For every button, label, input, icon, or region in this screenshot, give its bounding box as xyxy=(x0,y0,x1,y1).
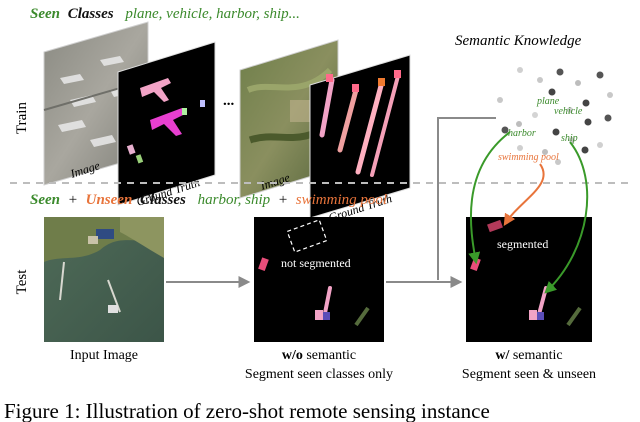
wo-caption-line2: Segment seen classes only xyxy=(245,367,393,382)
test-input-image xyxy=(44,217,164,342)
swimming-pool-thumb xyxy=(96,229,114,239)
not-segmented-box xyxy=(286,219,328,253)
flow-arrows xyxy=(166,117,589,294)
pool-arrow xyxy=(503,163,545,227)
wo-bold: w/o xyxy=(282,348,303,363)
seen-word: Seen xyxy=(30,6,60,22)
semantic-knowledge-cloud xyxy=(497,67,613,165)
w-caption-line2: Segment seen & unseen xyxy=(462,367,596,382)
segmented-pool-mask xyxy=(487,219,503,233)
w-bold: w/ xyxy=(495,348,510,363)
wo-caption-line1: w/o semantic xyxy=(282,348,356,363)
test-row-label: Test xyxy=(14,269,30,295)
train-gt-2 xyxy=(309,54,411,219)
train-row-label: Train xyxy=(14,102,30,134)
w-rest: semantic xyxy=(509,348,562,363)
uh-list-unseen: swimming pool xyxy=(296,192,387,208)
word-vehicle: vehicle xyxy=(554,106,583,117)
seen-class-list: plane, vehicle, harbor, ship... xyxy=(124,6,300,22)
wo-rest: semantic xyxy=(303,348,356,363)
word-plane: plane xyxy=(536,96,560,107)
not-segmented-label: not segmented xyxy=(281,256,351,270)
uh-seen-word: Seen xyxy=(30,192,60,208)
uh-list-seen: harbor, ship xyxy=(198,192,271,208)
figure-caption: Figure 1: Illustration of zero-shot remo… xyxy=(4,399,490,422)
semantic-knowledge-title: Semantic Knowledge xyxy=(455,33,582,49)
uh-unseen-word: Unseen xyxy=(86,192,133,208)
uh-plus: + xyxy=(68,192,78,208)
header-text: Seen Classes plane, vehicle, harbor, shi… xyxy=(30,6,300,22)
ship-arrow xyxy=(544,141,589,294)
unseen-header-text: Seen + Unseen Classes harbor, ship + swi… xyxy=(30,192,387,208)
plane-mask-pink xyxy=(140,78,171,102)
word-swimming-pool: swimming pool xyxy=(498,152,559,163)
uh-classes-word: Classes xyxy=(140,192,186,208)
word-harbor: harbor xyxy=(508,128,536,139)
segmented-label: segmented xyxy=(497,237,548,251)
w-caption-line1: w/ semantic xyxy=(495,348,562,363)
train-ellipsis: ... xyxy=(223,93,235,109)
result-wo-semantic xyxy=(254,217,384,342)
result-w-semantic xyxy=(466,217,592,342)
word-ship: ship xyxy=(561,133,578,144)
uh-list-plus: + xyxy=(278,192,288,208)
input-image-caption: Input Image xyxy=(70,348,138,363)
harbor-arrow xyxy=(468,131,511,265)
train-gt-1 xyxy=(117,41,216,206)
semantic-feed-line xyxy=(437,117,496,280)
classes-word: Classes xyxy=(68,6,114,22)
plane-mask-magenta xyxy=(150,108,185,136)
